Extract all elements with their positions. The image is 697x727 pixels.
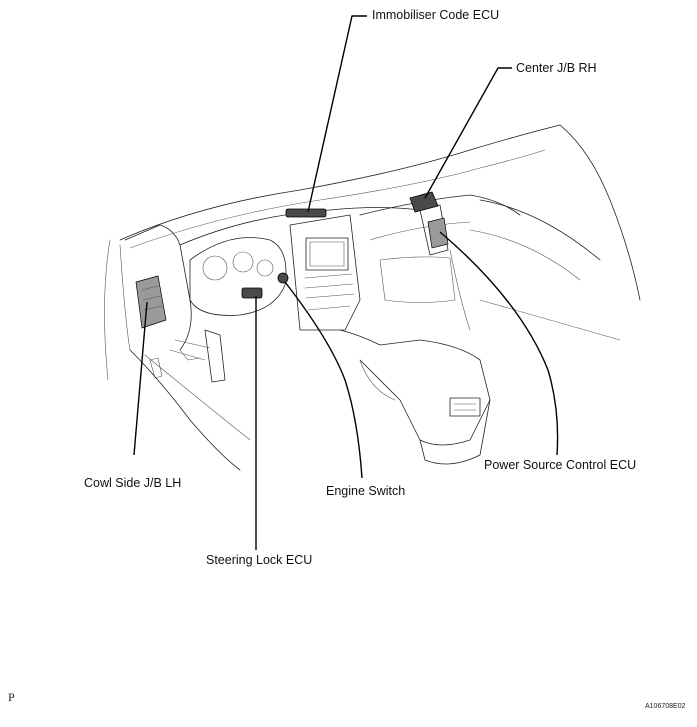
figure-code: A106708E02 <box>645 703 686 710</box>
label-engine-switch: Engine Switch <box>326 484 406 498</box>
label-steering-lock-ecu: Steering Lock ECU <box>206 553 313 567</box>
leader-engine-switch <box>284 281 363 479</box>
leader-center-jb <box>424 67 512 199</box>
label-cowl-side-jb-lh: Cowl Side J/B LH <box>84 476 182 490</box>
dashboard-outline <box>104 124 641 471</box>
leader-lines <box>133 15 559 550</box>
leader-cowl-side <box>133 301 148 456</box>
immobiliser-code-ecu-part <box>285 208 327 218</box>
center-jb-rh-part <box>409 191 439 213</box>
corner-letter: P <box>8 690 15 704</box>
label-center-jb-rh: Center J/B RH <box>516 61 597 75</box>
steering-lock-ecu-part <box>241 287 263 299</box>
label-immobiliser-code-ecu: Immobiliser Code ECU <box>372 8 500 22</box>
leader-power-source <box>439 231 559 456</box>
engine-switch-part <box>277 272 289 284</box>
power-source-control-ecu-part <box>427 217 449 249</box>
leader-immobiliser <box>307 15 367 213</box>
cowl-side-jb-lh-part <box>135 275 167 329</box>
label-power-source-control-ecu: Power Source Control ECU <box>484 458 637 472</box>
